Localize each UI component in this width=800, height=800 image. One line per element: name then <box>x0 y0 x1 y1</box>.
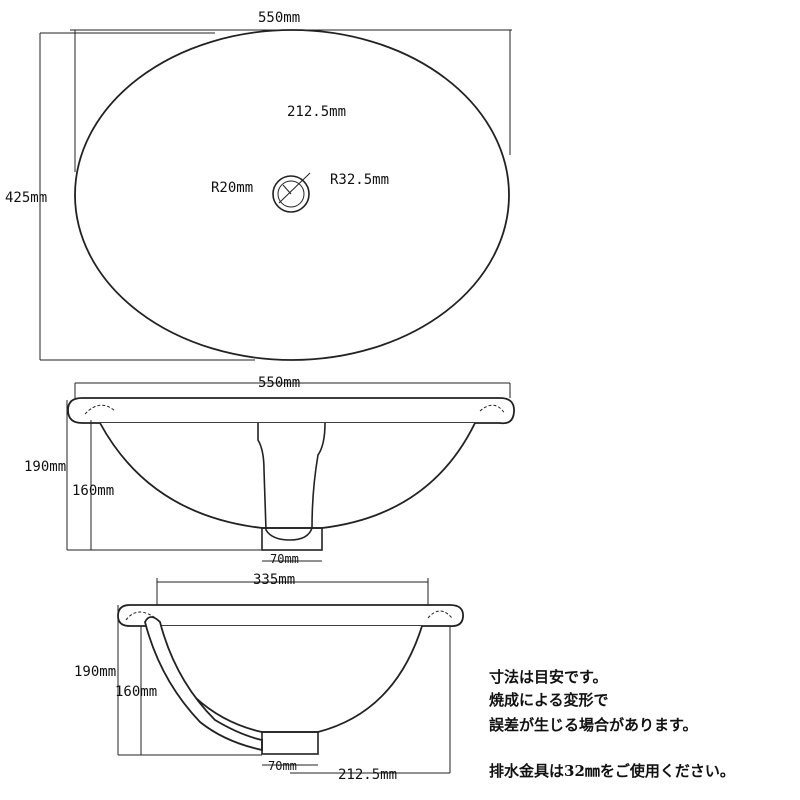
drain-outer-radius-label: R32.5mm <box>330 172 389 188</box>
front-rim-inner-right <box>479 404 506 415</box>
drain-inner-radius-label: R20mm <box>211 180 253 196</box>
side-overflow-channel <box>144 616 263 752</box>
front-drain-width-label: 70mm <box>270 552 299 566</box>
drain-inner-ring <box>277 180 305 208</box>
side-drain-stub <box>261 731 319 755</box>
side-drain-width-label: 70mm <box>268 759 297 773</box>
side-total-height-label: 190mm <box>74 664 116 680</box>
front-bowl <box>99 422 476 529</box>
note-line-1: 寸法は目安です。 <box>489 668 608 686</box>
side-rim-inner-right <box>427 610 453 619</box>
drain-offset-label: 212.5mm <box>287 104 346 120</box>
drain-outer-ring <box>272 175 310 213</box>
basin-outline-top <box>74 29 510 361</box>
drain-fitting-note: 排水金具は32㎜をご使用ください。 <box>489 762 735 780</box>
front-bowl-height-label: 160mm <box>72 483 114 499</box>
side-rim <box>117 604 464 627</box>
drain-inner-radius-leader <box>282 184 292 195</box>
top-width-label: 550mm <box>258 10 300 26</box>
front-overflow-channel <box>257 422 326 541</box>
front-rim-inner-left <box>84 404 116 415</box>
side-bowl-height-label: 160mm <box>115 684 157 700</box>
side-width-label: 335mm <box>253 572 295 588</box>
front-width-label: 550mm <box>258 375 300 391</box>
side-drain-offset-label: 212.5mm <box>338 767 397 783</box>
front-rim <box>67 397 515 425</box>
note-line-3: 誤差が生じる場合があります。 <box>489 716 698 734</box>
top-view: 550mm 425mm 212.5mm R20mm R32.5mm <box>5 10 512 361</box>
front-view: 550mm 190mm 160mm 70mm <box>24 375 515 566</box>
drain-radius-leader <box>278 172 311 204</box>
note-line-2: 焼成による変形で <box>489 691 609 709</box>
notes: 寸法は目安です。 焼成による変形で 誤差が生じる場合があります。 排水金具は32… <box>489 668 735 780</box>
side-bowl <box>146 625 423 733</box>
front-drain-stub <box>261 527 323 551</box>
side-view: 335mm 190mm 160mm 70mm 212.5mm <box>74 572 464 783</box>
top-depth-label: 425mm <box>5 190 47 206</box>
front-total-height-label: 190mm <box>24 459 66 475</box>
